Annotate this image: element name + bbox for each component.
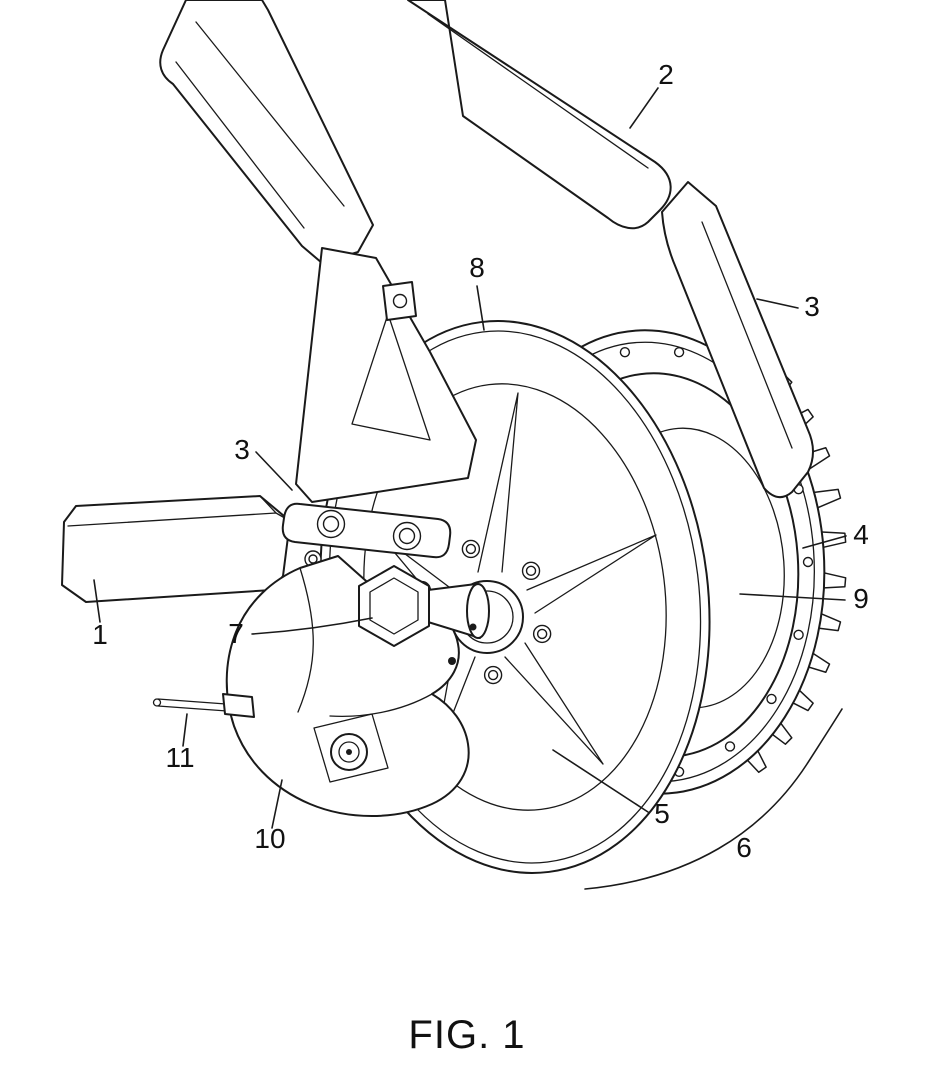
leader-line-11 bbox=[182, 713, 188, 747]
reference-labels: 2 3 8 3 4 9 1 7 11 5 10 6 bbox=[92, 59, 869, 863]
ref-numeral-8: 8 bbox=[469, 252, 485, 283]
ref-numeral-11: 11 bbox=[165, 742, 194, 773]
leader-line-10 bbox=[271, 779, 283, 829]
frame-junction bbox=[295, 247, 477, 503]
axle-nut bbox=[358, 565, 490, 665]
left-frame-tube bbox=[61, 495, 291, 603]
axle-collar-cap bbox=[466, 583, 490, 639]
figure-caption: FIG. 1 bbox=[408, 1013, 525, 1057]
frame-right-arm bbox=[661, 181, 814, 499]
leader-line-2 bbox=[629, 87, 659, 129]
assembly-brace bbox=[584, 708, 843, 890]
leader-line-1 bbox=[93, 579, 101, 623]
leader-line-4 bbox=[802, 535, 847, 549]
plate-dot bbox=[448, 657, 456, 665]
cable bbox=[152, 693, 255, 718]
ref-numeral-1: 1 bbox=[92, 619, 108, 650]
ref-numeral-3-left: 3 bbox=[234, 434, 250, 465]
leader-line-5 bbox=[552, 749, 649, 813]
leader-line-3-left bbox=[255, 451, 293, 491]
ref-numeral-2: 2 bbox=[658, 59, 674, 90]
housing-pad bbox=[313, 713, 389, 783]
leader-line-7 bbox=[251, 617, 373, 635]
ref-numeral-10: 10 bbox=[254, 823, 285, 854]
leader-line-3-right bbox=[756, 298, 799, 309]
ref-numeral-7: 7 bbox=[228, 618, 244, 649]
frame-top-beam bbox=[407, 0, 672, 230]
ref-numeral-3-right: 3 bbox=[804, 291, 820, 322]
ref-numeral-5: 5 bbox=[654, 798, 670, 829]
guide-plate-hole bbox=[392, 293, 408, 309]
ref-numeral-6: 6 bbox=[736, 832, 752, 863]
hex-nut bbox=[358, 565, 430, 647]
leader-line-9 bbox=[739, 593, 846, 601]
ref-numeral-9: 9 bbox=[853, 583, 869, 614]
leader-lines bbox=[93, 87, 847, 829]
cable-connector bbox=[222, 693, 255, 718]
plate-dot bbox=[469, 623, 477, 631]
leader-line-8 bbox=[476, 285, 485, 331]
ref-numeral-4: 4 bbox=[853, 519, 869, 550]
cable-tip bbox=[152, 698, 162, 707]
frame-left-arm bbox=[159, 0, 374, 264]
